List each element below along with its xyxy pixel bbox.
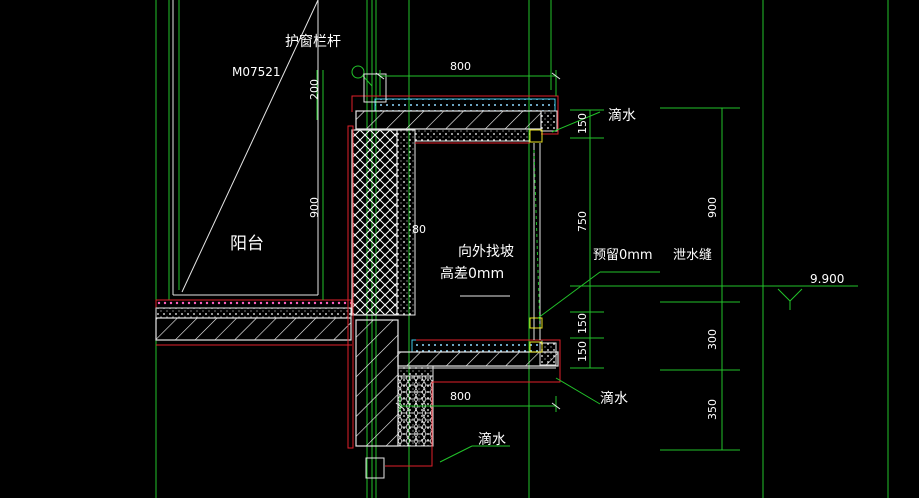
slope-label-line1: 向外找坡 [458,244,514,260]
balcony-door-frame [172,0,319,296]
elevation-label: 9.900 [810,272,844,286]
dim-width-bottom: 800 [450,390,471,403]
top-slab [351,95,559,144]
dim-150-b: 150 [576,313,589,334]
drip-label-top: 滴水 [608,107,636,124]
drip-label-bottom: 滴水 [478,431,506,448]
dim-80: 80 [412,223,426,236]
dim-150-a: 150 [576,113,589,134]
floor-slab [155,299,352,346]
dim-150-c: 150 [576,341,589,362]
bottom-slab [355,319,561,467]
dim-350: 350 [706,399,719,420]
door-code-label: M07521 [232,65,281,79]
leader-lines [439,111,660,463]
slope-label-line2: 高差0mm [440,265,504,282]
dim-900-right: 900 [706,197,719,218]
dimension-text: 800 800 80 200 900 150 750 150 150 900 3… [308,60,719,420]
wall-column [347,125,416,449]
text-labels: 护窗栏杆 M07521 阳台 向外找坡 高差0mm 预留0mm 泄水缝 滴水 滴… [230,33,844,448]
dimension-lines [322,70,858,451]
drain-joint-label: 泄水缝 [673,248,712,263]
drip-label-middle: 滴水 [600,390,628,407]
railing-label: 护窗栏杆 [285,33,341,50]
dim-width-top: 800 [450,60,471,73]
dim-900-left: 900 [308,197,321,218]
window-glass [529,129,543,353]
dim-200: 200 [308,79,321,100]
railing-symbol [351,65,387,479]
dim-750: 750 [576,211,589,232]
dim-300: 300 [706,329,719,350]
reserve-label: 预留0mm [593,248,653,263]
balcony-label: 阳台 [230,234,264,254]
